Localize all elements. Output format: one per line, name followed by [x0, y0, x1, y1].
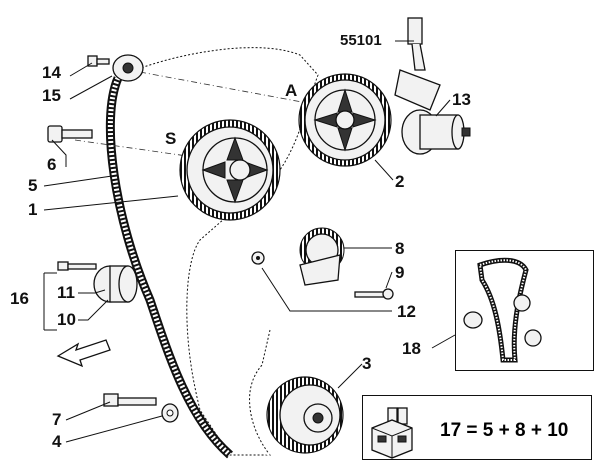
direction-arrow-icon — [56, 339, 111, 368]
driven-pulley — [179, 119, 281, 221]
callout-13: 13 — [452, 90, 471, 109]
kit-18-illustration — [463, 257, 542, 363]
parts-box-icon — [371, 407, 413, 459]
bolt-14 — [87, 55, 110, 67]
callout-12: 12 — [397, 302, 416, 321]
washer-4 — [161, 403, 179, 423]
callout-6: 6 — [47, 155, 57, 174]
callout-18: 18 — [402, 339, 421, 358]
washer-12 — [251, 251, 265, 265]
idler-10 — [93, 265, 138, 303]
sensor-55101 — [394, 17, 441, 111]
callout-7: 7 — [52, 410, 62, 429]
actuator-13 — [401, 109, 471, 155]
callout-4: 4 — [52, 432, 62, 451]
kit-formula: 17 = 5 + 8 + 10 — [440, 420, 569, 441]
bolt-6 — [47, 125, 93, 143]
camshaft-pulley — [298, 73, 392, 167]
callout-9: 9 — [395, 263, 405, 282]
callout-11: 11 — [57, 283, 75, 302]
callout-3: 3 — [362, 354, 372, 373]
washer-15 — [112, 54, 144, 82]
kit-17-box: 17 = 5 + 8 + 10 — [362, 395, 592, 460]
callout-14: 14 — [42, 63, 61, 82]
pulley-marker-s: S — [165, 129, 177, 148]
callout-5: 5 — [28, 176, 38, 195]
tensioner-8 — [299, 227, 345, 286]
callout-1: 1 — [28, 200, 38, 219]
pulley-marker-a: A — [285, 81, 298, 100]
callout-8: 8 — [395, 239, 405, 258]
kit-18-box — [455, 250, 594, 371]
screw-11 — [57, 261, 97, 271]
callout-15: 15 — [42, 86, 61, 105]
crankshaft-pulley — [266, 376, 344, 454]
callout-16: 16 — [10, 289, 29, 308]
callout-10: 10 — [57, 310, 76, 329]
leader-lines — [43, 40, 456, 443]
callout-55101: 55101 — [340, 32, 382, 49]
timing-belt — [105, 45, 321, 459]
bolt-7 — [103, 393, 157, 407]
bolt-9 — [354, 288, 394, 300]
callout-2: 2 — [395, 172, 405, 191]
